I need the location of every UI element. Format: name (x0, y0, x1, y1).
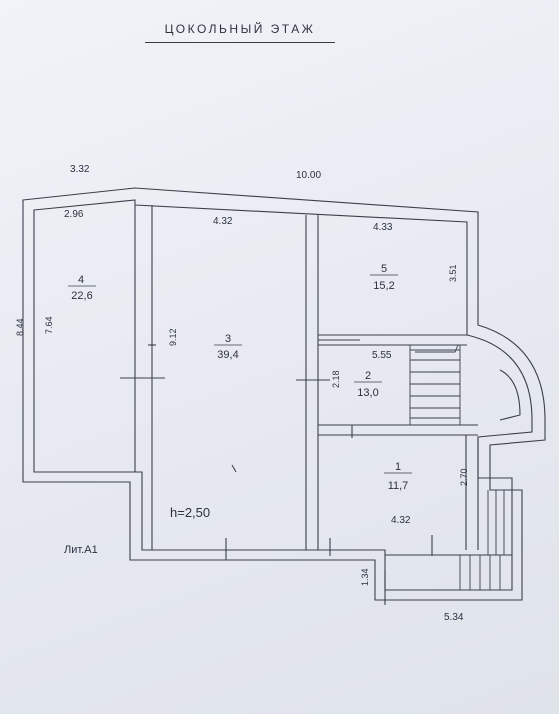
dim-room3-height: 9.12 (168, 328, 178, 346)
bay-window (499, 369, 521, 421)
dim-tick-b (231, 464, 237, 473)
plan-title-block: ЦОКОЛЬНЫЙ ЭТАЖ (145, 22, 335, 43)
stairs-upper (318, 339, 461, 425)
lit-label: Лит.А1 (64, 544, 98, 556)
dim-room1-width: 4.32 (391, 515, 411, 526)
ceiling-height: h=2,50 (170, 505, 210, 520)
dim-room2-height: 2.18 (331, 370, 341, 388)
dim-room2-width: 5.55 (372, 350, 392, 361)
dim-room4-height: 7.64 (44, 316, 54, 334)
dim-room4-width: 2.96 (64, 209, 84, 220)
room-area: 13,0 (357, 387, 378, 399)
room-number: 2 (365, 370, 371, 382)
room-area: 22,6 (71, 290, 92, 302)
room-4: 4 22,6 (68, 274, 96, 302)
title-underline (145, 42, 335, 43)
room-number: 3 (225, 333, 231, 345)
dim-porch-height: 1.34 (360, 568, 370, 586)
room-1: 1 11,7 (384, 461, 412, 492)
room-2: 2 13,0 (354, 370, 382, 399)
dim-porch-width: 5.34 (444, 612, 464, 623)
room-number: 1 (395, 461, 401, 473)
stairs-porch (459, 490, 505, 590)
room-number: 5 (381, 263, 387, 275)
dim-outer-top: 10.00 (296, 170, 321, 181)
dim-outer-top-left: 3.32 (70, 164, 90, 175)
room-3: 3 39,4 (214, 333, 242, 361)
dim-room5-width: 4.33 (373, 222, 393, 233)
outer-wall-inner (33, 199, 533, 591)
room-area: 11,7 (388, 480, 409, 492)
plan-title: ЦОКОЛЬНЫЙ ЭТАЖ (164, 22, 316, 36)
dim-room1-height: 2.70 (459, 468, 469, 486)
dim-room3-width: 4.32 (213, 216, 233, 227)
room-area: 15,2 (373, 280, 394, 292)
room-number: 4 (78, 274, 84, 286)
dim-outer-left: 8.44 (15, 318, 25, 336)
room-area: 39,4 (217, 349, 238, 361)
outer-wall-outer (22, 187, 546, 601)
room-5: 5 15,2 (370, 263, 398, 292)
dim-room5-height: 3.51 (448, 264, 458, 282)
